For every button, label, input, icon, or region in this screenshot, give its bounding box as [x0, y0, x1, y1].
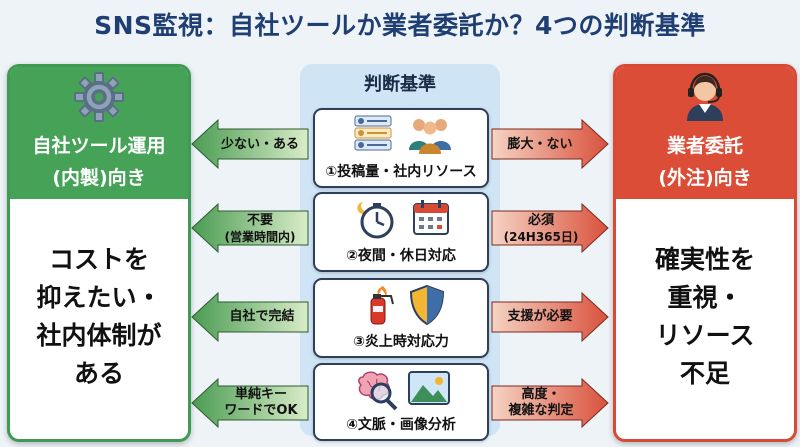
- right-body-line: 重視・: [667, 283, 743, 312]
- image-icon: [408, 371, 450, 405]
- left-arrow-2: [191, 202, 309, 254]
- right-arrow-label: 支援が必要: [507, 309, 573, 324]
- right-arrow-4: [491, 377, 609, 429]
- left-arrow-label: 不要: [246, 213, 273, 228]
- left-arrow-4: [191, 377, 309, 429]
- criterion-label: ③炎上時対応力: [353, 334, 449, 350]
- fire-extinguisher-icon: [370, 286, 394, 325]
- profile-list-icon: [354, 115, 392, 151]
- calendar-icon: [413, 200, 449, 235]
- shield-icon: [409, 284, 445, 326]
- criterion-card-2: ②夜間・休日対応: [313, 192, 489, 272]
- left-arrow-label: 少ない・ある: [220, 137, 299, 152]
- left-body-line: ある: [73, 359, 124, 388]
- right-panel-title: 業者委託: [666, 135, 743, 157]
- right-body-line: 不足: [679, 359, 730, 388]
- left-arrow-label: ワードでOK: [224, 403, 298, 418]
- page-title: SNS監視：自社ツールか業者委託か？4つの判断基準: [94, 11, 706, 40]
- right-arrow-1: [491, 118, 609, 170]
- criterion-label: ①投稿量・社内リソース: [325, 164, 477, 180]
- right-arrow-label: (24H365日): [503, 230, 579, 244]
- criterion-label: ②夜間・休日対応: [346, 248, 456, 264]
- left-body-line: 抑えたい・: [36, 283, 162, 312]
- left-arrow-1: [191, 118, 309, 170]
- criterion-card-4: ④文脈・画像分析: [313, 363, 489, 441]
- right-arrow-2: [491, 202, 609, 254]
- gear-icon: [74, 72, 124, 122]
- right-panel-body: 確実性を 重視・ リソース 不足: [616, 207, 794, 427]
- right-body-line: 確実性を: [654, 245, 755, 274]
- right-body-line: リソース: [655, 321, 755, 350]
- left-arrow-3: [191, 291, 309, 343]
- right-arrow-label: 高度・: [521, 387, 561, 402]
- criterion-card-1: ①投稿量・社内リソース: [313, 108, 489, 188]
- people-group-icon: [409, 119, 451, 154]
- left-arrow-label: (営業時間内): [224, 230, 296, 244]
- right-arrow-label: 膨大・ない: [507, 137, 573, 152]
- criteria-column-title: 判断基準: [364, 74, 436, 95]
- right-arrow-3: [491, 291, 609, 343]
- right-panel-subtitle: (外注)向き: [658, 167, 752, 189]
- left-panel-body: コストを 抑えたい・ 社内体制が ある: [10, 207, 188, 427]
- left-body-line: コストを: [48, 245, 149, 274]
- left-arrow-label: 単純キー: [234, 387, 287, 402]
- criterion-label: ④文脈・画像分析: [346, 417, 456, 433]
- brain-magnifier-icon: [358, 371, 398, 411]
- headset-operator-icon: [687, 72, 723, 121]
- left-panel-subtitle: (内製)向き: [52, 167, 146, 189]
- right-panel-header: 業者委託 (外注)向き: [616, 67, 794, 199]
- left-panel-header: 自社ツール運用 (内製)向き: [10, 67, 188, 199]
- left-panel-title: 自社ツール運用: [32, 135, 166, 157]
- right-arrow-label: 複雑な判定: [508, 403, 574, 418]
- criterion-card-3: ③炎上時対応力: [313, 278, 489, 358]
- moon-clock-icon: [357, 202, 394, 239]
- left-arrow-label: 自社で完結: [229, 309, 295, 324]
- left-body-line: 社内体制が: [36, 321, 162, 350]
- right-arrow-label: 必須: [527, 213, 554, 228]
- left-panel-inhouse: 自社ツール運用 (内製)向き コストを 抑えたい・ 社内体制が ある: [7, 64, 191, 442]
- right-panel-outsource: 業者委託 (外注)向き 確実性を 重視・ リソース 不足: [613, 64, 797, 442]
